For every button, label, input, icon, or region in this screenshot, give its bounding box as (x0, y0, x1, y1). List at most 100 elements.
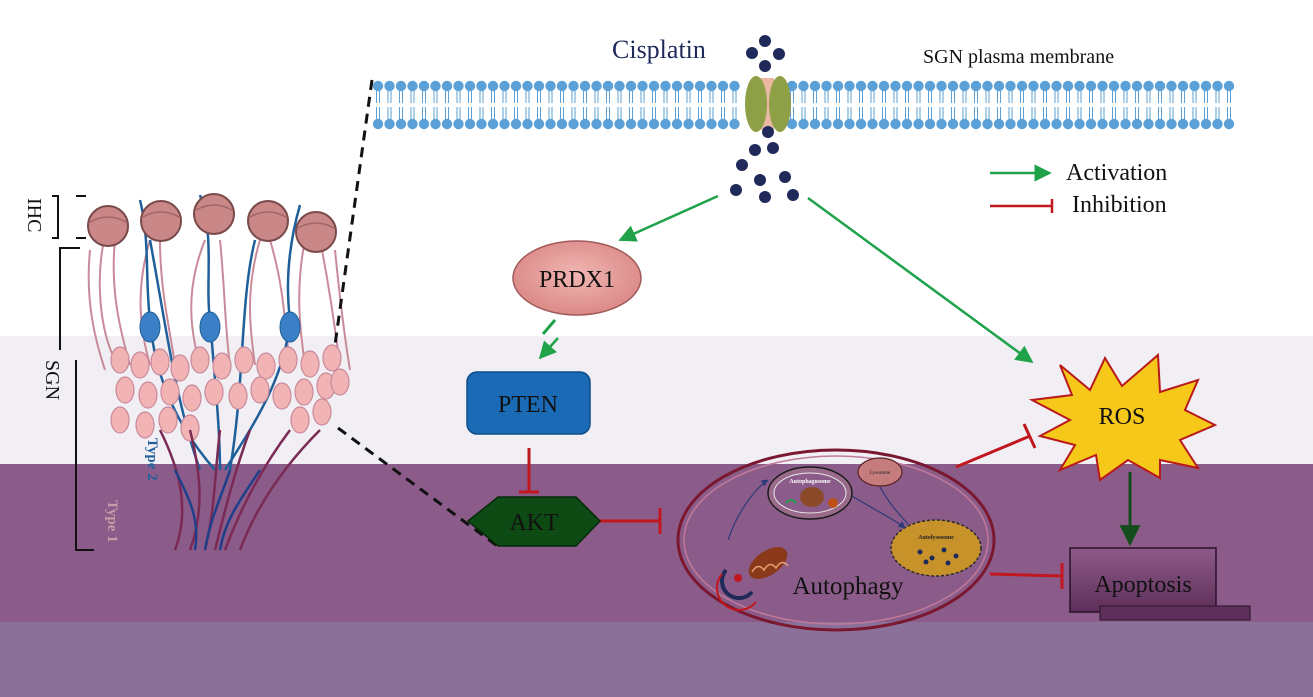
lipid-head (625, 118, 637, 130)
lipid-head (809, 118, 821, 130)
lipid-head (1074, 118, 1085, 130)
lipid-head (993, 118, 1005, 130)
lysosome: Lysosome (857, 457, 903, 487)
lipid-head (844, 80, 855, 92)
phagophore-icon (715, 568, 757, 612)
sgn-label: SGN (41, 360, 63, 400)
autophagy-label: Autophagy (792, 573, 904, 600)
lipid-head (1166, 118, 1177, 130)
apoptosis-label: Apoptosis (1094, 572, 1191, 598)
lipid-head (786, 118, 798, 130)
lipid-head (729, 80, 740, 92)
lipid-head (568, 80, 579, 92)
lipid-head (430, 80, 441, 92)
lipid-head (982, 80, 993, 92)
lipid-head (1097, 80, 1108, 92)
lipid-head (1097, 118, 1108, 130)
type2-label: Type 2 (144, 438, 160, 481)
zoom-line-top (333, 79, 374, 346)
lipid-head (1005, 118, 1016, 130)
zoom-line-bottom (337, 426, 501, 550)
lipid-head (1028, 80, 1039, 92)
lipid-head (395, 118, 407, 130)
lipid-head (1200, 118, 1212, 130)
lipid-head (1005, 80, 1016, 92)
lipid-head (1200, 80, 1212, 92)
lysosome-label: Lysosome (870, 471, 891, 476)
apoptosis-node: Apoptosis (1069, 547, 1251, 621)
lipid-head (694, 80, 706, 92)
cisplatin-label: Cisplatin (612, 35, 706, 64)
lipid-head (867, 118, 878, 130)
prdx1-node: PRDX1 (512, 240, 642, 316)
lipid-head (1039, 118, 1051, 130)
lipid-head (637, 80, 648, 92)
lipid-head (913, 118, 924, 130)
lipid-head (1062, 118, 1074, 130)
lipid-head (476, 80, 487, 92)
type1-label: Type 1 (104, 500, 120, 543)
lipid-head (798, 118, 809, 130)
lipid-head (418, 80, 430, 92)
lipid-head (993, 80, 1005, 92)
lipid-head (648, 118, 660, 130)
lipid-head (717, 80, 729, 92)
lipid-head (1166, 80, 1177, 92)
lipid-head (683, 80, 694, 92)
lipid-head (1212, 118, 1223, 130)
lipid-head (1085, 80, 1097, 92)
lipid-head (683, 118, 694, 130)
ihc-label: IHC (23, 198, 45, 232)
lipid-head (591, 80, 602, 92)
pten-node: PTEN (466, 371, 591, 435)
lipid-head (970, 80, 982, 92)
lipid-head (1212, 80, 1223, 92)
lipid-head (878, 118, 890, 130)
lipid-head (522, 80, 533, 92)
lipid-head (786, 80, 798, 92)
ros-node: ROS (1028, 352, 1218, 482)
membrane-label: SGN plasma membrane (923, 46, 1114, 68)
lipid-head (430, 118, 441, 130)
background-band-lower (0, 622, 1313, 697)
lipid-head (614, 118, 625, 130)
lipid-head (1223, 80, 1235, 92)
lipid-head (602, 118, 614, 130)
lipid-head (637, 118, 648, 130)
lipid-head (384, 118, 395, 130)
lipid-head (1051, 118, 1062, 130)
lipid-head (487, 80, 499, 92)
lipid-head (453, 80, 464, 92)
lipid-head (936, 118, 947, 130)
lipid-head (1189, 118, 1200, 130)
lipid-head (602, 80, 614, 92)
lipid-head (717, 118, 729, 130)
lipid-head (970, 118, 982, 130)
lipid-head (1154, 118, 1166, 130)
lipid-head (1108, 118, 1120, 130)
cochlea-illustration: Type 1 Type 2 IHC SGN (23, 193, 351, 551)
lipid-head (729, 118, 740, 130)
lipid-head (959, 118, 970, 130)
lipid-head (372, 118, 384, 130)
lipid-head (476, 118, 487, 130)
mitochondrion-icon (748, 547, 789, 579)
lipid-head (556, 118, 568, 130)
lipid-head (1085, 118, 1097, 130)
legend-inhibition: Inhibition (1072, 192, 1167, 218)
lipid-head (464, 118, 476, 130)
lipid-head (671, 118, 683, 130)
lipid-head (568, 118, 579, 130)
lipid-head (982, 118, 993, 130)
lipid-head (947, 80, 959, 92)
lipid-head (395, 80, 407, 92)
lipid-head (441, 118, 453, 130)
prdx1-label: PRDX1 (539, 267, 615, 293)
lipid-head (1108, 80, 1120, 92)
lipid-head (510, 118, 522, 130)
lipid-head (372, 80, 384, 92)
lipid-head (384, 80, 395, 92)
akt-label: AKT (509, 510, 559, 536)
arrow-prdx1-pten (538, 337, 559, 360)
arrow-cisplatin-prdx1 (618, 194, 719, 242)
